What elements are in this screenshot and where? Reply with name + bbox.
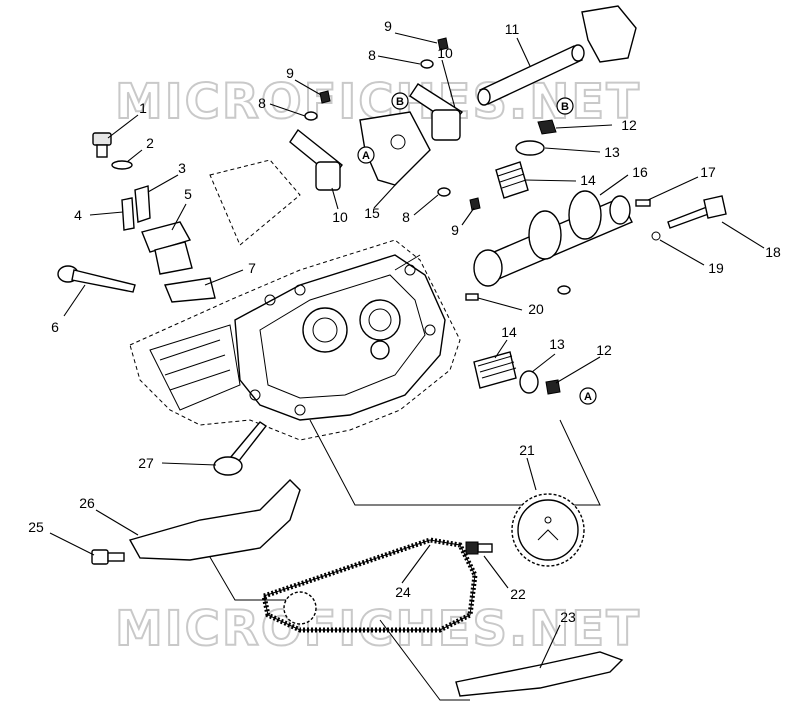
part-2-washer	[111, 160, 133, 170]
callout-12-lower: 12	[596, 342, 612, 358]
callout-15: 15	[364, 205, 380, 221]
part-13-retainer-lower	[519, 370, 539, 394]
callout-8-top: 8	[368, 47, 376, 63]
callout-17: 17	[700, 164, 716, 180]
callout-13-upper: 13	[604, 144, 620, 160]
callout-labels: 1 2 3 4 5 6 7 8 8 8 9 9 9 10 10 11 12 12…	[28, 18, 781, 625]
part-7-gasket	[164, 277, 216, 303]
callout-9-top: 9	[384, 18, 392, 34]
callout-12-upper: 12	[621, 117, 637, 133]
part-8-nut-top	[420, 59, 434, 69]
part-10-rocker-arm-left	[289, 128, 343, 191]
callout-24: 24	[395, 584, 411, 600]
callout-3: 3	[178, 160, 186, 176]
part-8-nut-low	[437, 187, 451, 197]
part-12-keeper-upper	[537, 119, 557, 135]
callout-16: 16	[632, 164, 648, 180]
svg-text:A: A	[362, 150, 370, 162]
part-21-cam-sprocket	[511, 493, 585, 567]
callout-25: 25	[28, 519, 44, 535]
part-9-screw-mid	[319, 90, 331, 104]
reference-marker-b2: B	[556, 97, 574, 115]
part-23-chain-guide-lower	[455, 651, 624, 697]
part-6-valve	[57, 265, 136, 293]
part-16-camshaft	[473, 190, 633, 287]
cylinder-head	[129, 239, 461, 441]
callout-21: 21	[519, 442, 535, 458]
callout-7: 7	[248, 260, 256, 276]
part-3-stud	[134, 185, 151, 223]
part-19-clip	[651, 231, 661, 241]
reference-marker-a1: A	[357, 146, 375, 164]
callout-27: 27	[138, 455, 154, 471]
part-5-tensioner	[141, 221, 193, 275]
part-17-pin	[635, 199, 651, 207]
reference-marker-a2: A	[579, 387, 597, 405]
part-10-rocker-arm-right	[409, 83, 464, 141]
callout-2: 2	[146, 135, 154, 151]
callout-9-mid: 9	[286, 65, 294, 81]
part-13-retainer-upper	[515, 140, 545, 156]
guide-line-3	[199, 539, 300, 601]
part-8-nut-mid	[304, 111, 318, 121]
part-4-bolt	[121, 197, 135, 231]
part-24-timing-chain	[261, 537, 478, 633]
part-11-rocker-shaft	[477, 44, 585, 106]
callout-4: 4	[74, 207, 82, 223]
part-9-screw-low	[469, 197, 481, 211]
callout-19: 19	[708, 260, 724, 276]
part-9-screw-top	[437, 37, 449, 51]
part-1-bolt	[92, 132, 112, 158]
callout-6: 6	[51, 319, 59, 335]
part-25-bolt	[91, 549, 125, 565]
reference-marker-b1: B	[391, 92, 409, 110]
part-18-decompressor	[667, 195, 727, 229]
svg-text:B: B	[396, 96, 404, 108]
cam-holder	[581, 5, 637, 63]
part-20-dowel	[465, 293, 479, 301]
guide-line-4	[379, 619, 470, 701]
callout-20: 20	[528, 301, 544, 317]
part-12-keeper-lower	[545, 379, 561, 395]
part-14-spring-upper	[495, 161, 529, 199]
svg-text:A: A	[584, 391, 592, 403]
callout-18: 18	[765, 244, 781, 260]
callout-26: 26	[79, 495, 95, 511]
callout-5: 5	[184, 186, 192, 202]
callout-13-lower: 13	[549, 336, 565, 352]
callout-1: 1	[139, 100, 147, 116]
part-14-spring-lower	[473, 351, 517, 389]
guide-line-2	[394, 254, 421, 271]
callout-10-low: 10	[332, 209, 348, 225]
callout-14-upper: 14	[580, 172, 596, 188]
callout-22: 22	[510, 586, 526, 602]
part-22-bolt	[465, 541, 493, 555]
callout-8-mid: 8	[258, 95, 266, 111]
callout-23: 23	[560, 609, 576, 625]
camshaft-nut	[557, 285, 571, 295]
leader-lines	[49, 32, 765, 669]
callout-14-lower: 14	[501, 324, 517, 340]
callout-9-low: 9	[451, 222, 459, 238]
crank-sprocket	[283, 591, 317, 625]
part-27-valve	[213, 421, 268, 476]
svg-text:B: B	[561, 101, 569, 113]
guide-line-1	[309, 419, 601, 506]
callout-8-low: 8	[402, 209, 410, 225]
callout-11: 11	[505, 21, 520, 37]
gasket-outline	[209, 159, 301, 246]
part-26-chain-guide	[128, 479, 301, 561]
callout-10-top: 10	[437, 45, 453, 61]
